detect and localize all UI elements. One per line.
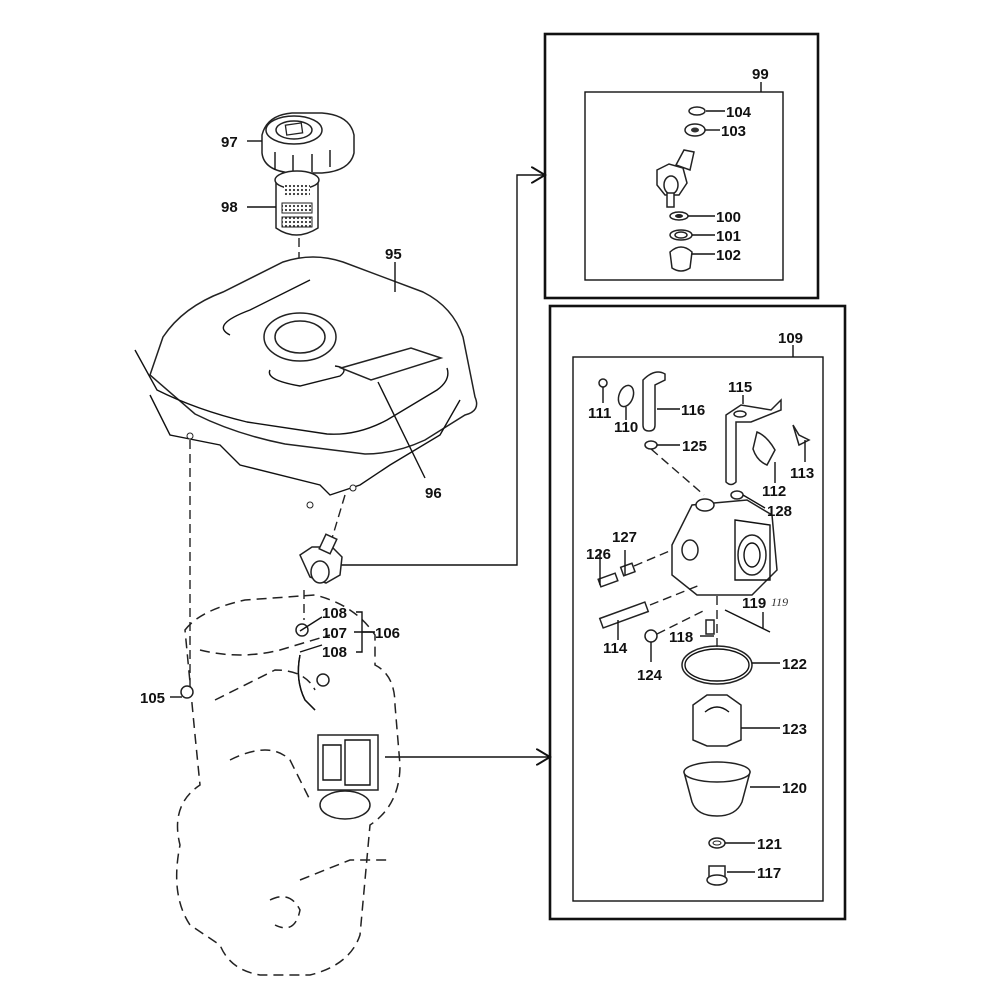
carburetor-frame bbox=[548, 304, 847, 921]
carburetor-detail-icon bbox=[597, 371, 811, 886]
label-115: 115 bbox=[728, 379, 752, 396]
label-116: 116 bbox=[681, 402, 705, 419]
engine-outline-icon bbox=[175, 594, 401, 976]
fuel-cock-detail-icon bbox=[656, 106, 706, 272]
label-118: 118 bbox=[669, 629, 693, 646]
label-120: 120 bbox=[782, 780, 807, 797]
label-113: 113 bbox=[790, 465, 814, 482]
label-119: 119 bbox=[742, 595, 766, 612]
label-119-handwritten-note: 119 bbox=[771, 595, 788, 609]
label-110: 110 bbox=[614, 419, 638, 436]
label-124: 124 bbox=[637, 667, 663, 684]
label-123: 123 bbox=[782, 721, 807, 738]
label-117: 117 bbox=[757, 865, 781, 882]
label-125: 125 bbox=[682, 438, 707, 455]
arrow-fuel-cock bbox=[340, 175, 545, 566]
label-108-bottom: 108 bbox=[322, 644, 347, 661]
carburetor-inner-frame bbox=[572, 356, 824, 902]
label-121: 121 bbox=[757, 836, 782, 853]
label-99: 99 bbox=[752, 66, 769, 83]
label-114: 114 bbox=[603, 640, 628, 657]
label-112: 112 bbox=[762, 483, 786, 500]
label-101: 101 bbox=[716, 228, 741, 245]
label-100: 100 bbox=[716, 209, 741, 226]
label-98: 98 bbox=[221, 199, 238, 216]
label-95: 95 bbox=[385, 246, 402, 263]
fuel-cock-icon bbox=[299, 533, 343, 620]
label-97: 97 bbox=[221, 134, 238, 151]
fuel-strainer-icon bbox=[274, 170, 320, 236]
label-126: 126 bbox=[586, 546, 611, 563]
label-108-top: 108 bbox=[322, 605, 347, 622]
label-96: 96 bbox=[425, 485, 442, 502]
label-106: 106 bbox=[375, 625, 400, 642]
label-107: 107 bbox=[322, 625, 347, 642]
label-109: 109 bbox=[778, 330, 803, 347]
label-111: 111 bbox=[588, 405, 611, 422]
label-127: 127 bbox=[612, 529, 637, 546]
fuel-cock-frame bbox=[543, 32, 820, 300]
fuel-cap-icon bbox=[261, 112, 355, 174]
label-102: 102 bbox=[716, 247, 741, 264]
label-128: 128 bbox=[767, 503, 792, 520]
label-103: 103 bbox=[721, 123, 746, 140]
fuel-cock-inner-frame bbox=[584, 91, 784, 281]
label-104: 104 bbox=[726, 104, 752, 121]
label-122: 122 bbox=[782, 656, 807, 673]
label-105: 105 bbox=[140, 690, 165, 707]
